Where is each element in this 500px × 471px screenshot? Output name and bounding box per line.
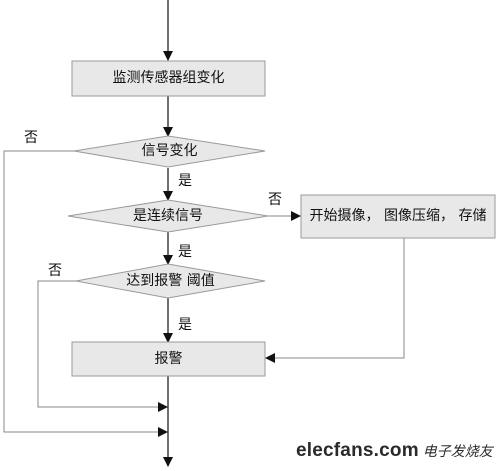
arrowhead-no-threshold [158,402,168,412]
no-path-threshold [37,280,160,408]
edge-label-yes-signal: 是 [178,173,192,189]
node-alarm [71,341,266,377]
edge-label-yes-threshold: 是 [178,317,192,333]
watermark-en: elecfans.com [296,440,419,461]
edge-label-no-signal: 否 [24,130,38,146]
arrowhead-return-capture [265,353,275,363]
return-path-capture [272,238,405,359]
node-signal-change [73,135,266,168]
node-reach-threshold [75,263,266,299]
no-path-signal-change [3,150,160,433]
node-monitor-change [71,60,266,97]
node-signal-change-label: 信号变化 [141,143,198,159]
edge-label-yes-continuous: 是 [178,244,192,260]
node-start-capture [300,194,496,239]
edge-label-no-continuous: 否 [268,192,282,208]
node-is-continuous [67,199,269,233]
node-reach-threshold-label: 达到报警 阈值 [126,273,215,289]
node-start-capture-label: 开始摄像， 图像压缩， 存储 [309,208,487,224]
watermark-cn: 电子发烧友 [422,444,493,460]
arrowhead-no-continuous [291,211,301,221]
arrowhead-no-signal [158,427,168,437]
node-is-continuous-label: 是连续信号 [133,208,203,224]
node-monitor-change-label: 监测传感器组变化 [112,70,225,86]
node-alarm-label: 报警 [154,351,183,367]
edge-label-no-threshold: 否 [48,263,62,279]
